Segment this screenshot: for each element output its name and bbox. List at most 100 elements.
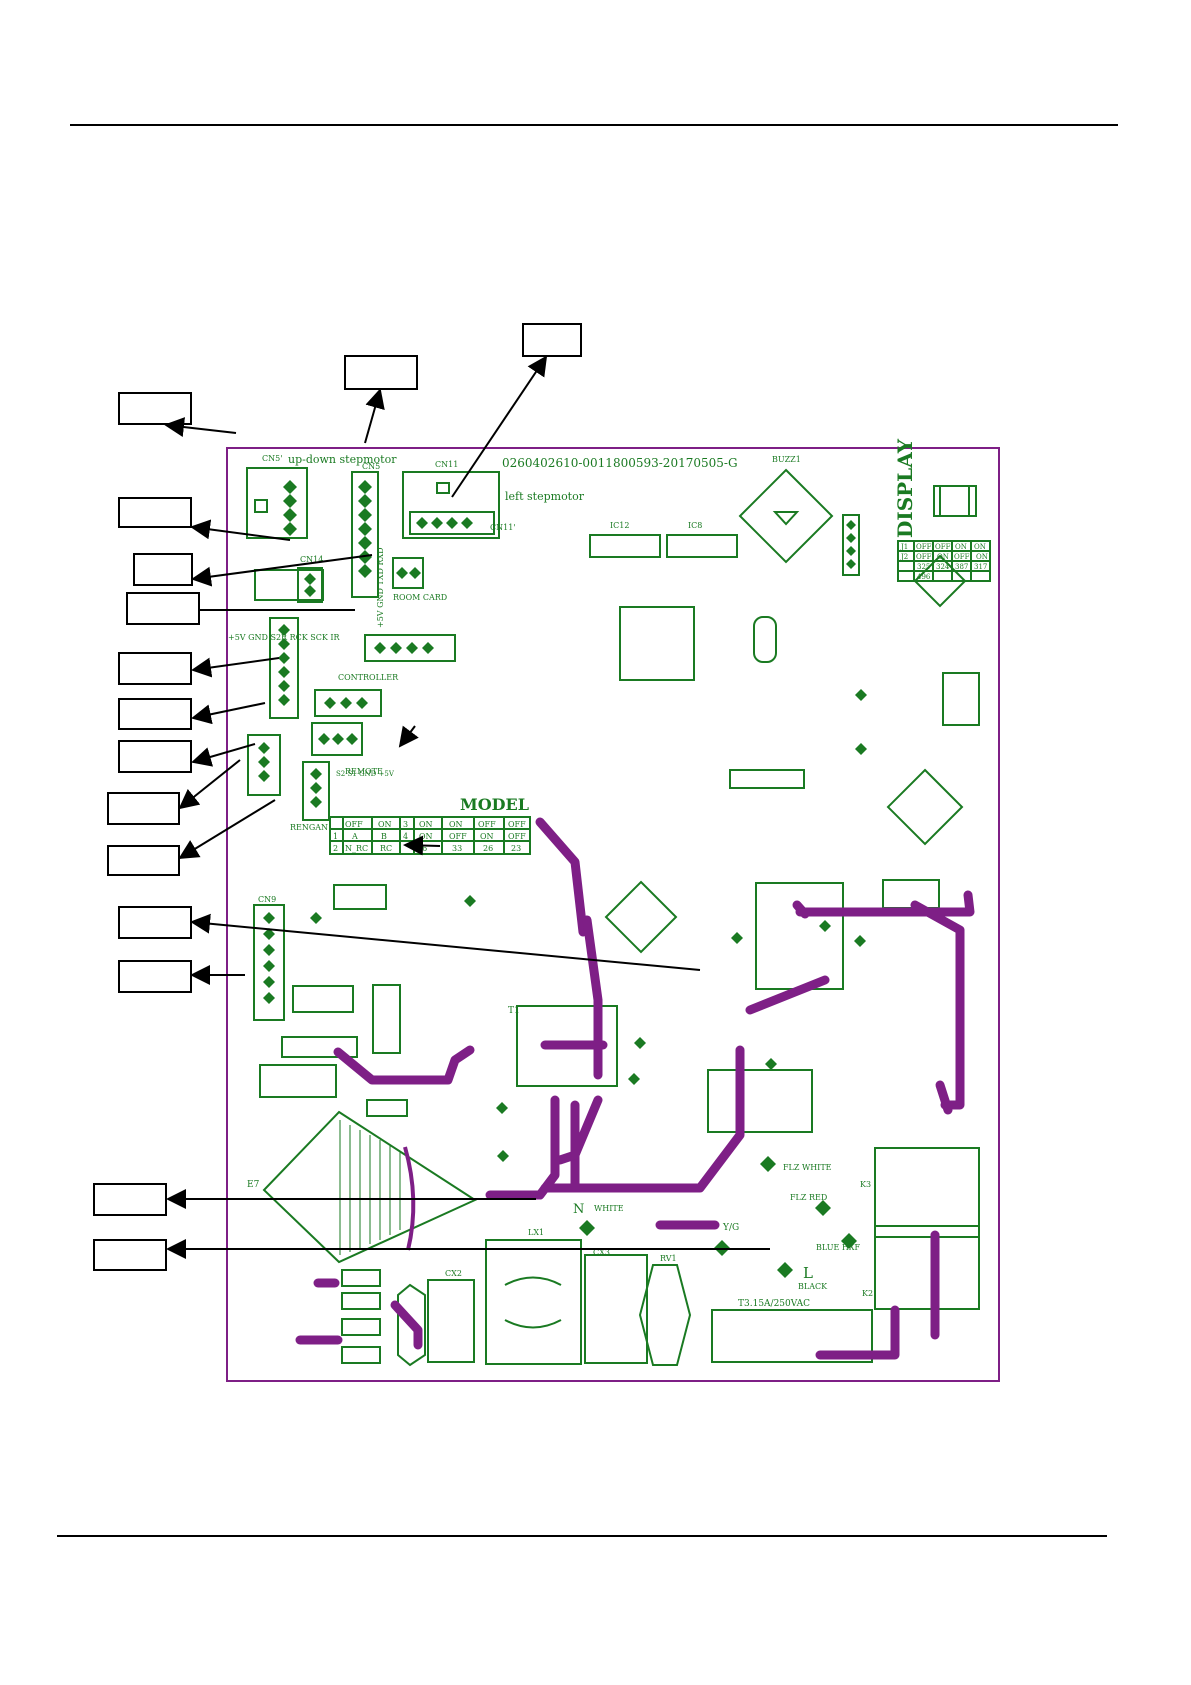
- cn2-connector: [314, 689, 382, 717]
- svg-text:K2: K2: [862, 1289, 873, 1298]
- header-rule: [70, 124, 1118, 126]
- jumper-cell: OFF: [916, 553, 932, 561]
- cn5p-pin-header: [269, 617, 299, 719]
- svg-text:CN11': CN11': [490, 523, 516, 532]
- svg-text:CN5: CN5: [362, 462, 380, 471]
- choke-lx1: [485, 1239, 582, 1365]
- dip-cell: ON: [419, 820, 433, 829]
- n-label: N: [573, 1202, 584, 1217]
- svg-text:BUZZ1: BUZZ1: [772, 455, 801, 464]
- relay-k2: [874, 1225, 980, 1310]
- jumper-cell: 325: [917, 563, 930, 571]
- fuse1: [711, 1309, 873, 1363]
- flz-red-label: FLZ RED: [790, 1193, 827, 1202]
- e7-capacitor: [262, 1110, 478, 1264]
- svg-text:IC8: IC8: [688, 521, 702, 530]
- jumper-cell: ON: [976, 553, 988, 561]
- dip-cell: OFF: [449, 832, 467, 841]
- callout-box-display: [118, 652, 192, 685]
- jumper-cell: J1: [900, 543, 908, 551]
- l-label: L: [803, 1264, 813, 1282]
- cn5-connector: [351, 471, 379, 598]
- svg-text:LX1: LX1: [528, 1228, 544, 1237]
- callout-box-rengan: [107, 845, 180, 876]
- dip-cell: 2: [333, 844, 338, 853]
- updown-stepmotor-label: up-down stepmotor: [288, 453, 397, 466]
- dip-cell: 1: [333, 832, 338, 841]
- flz-white-label: FLZ WHITE: [783, 1163, 832, 1172]
- mcu-chip: [619, 606, 695, 681]
- yg-label: Y/G: [722, 1223, 739, 1233]
- dip-cell: A: [351, 832, 358, 841]
- transformer-t1: [516, 1005, 618, 1087]
- callout-box-cn6: [118, 740, 192, 773]
- jumper-cell: 387: [955, 563, 968, 571]
- svg-text:CN11: CN11: [435, 460, 458, 469]
- callout-box-cn9: [118, 906, 192, 939]
- jumper-cell: OFF: [916, 543, 932, 551]
- footer-rule: [57, 1535, 1107, 1537]
- controller-label: CONTROLLER: [338, 673, 399, 682]
- display-label: DISPLAY: [893, 438, 917, 538]
- remote-label: REMOTE: [345, 767, 383, 776]
- callout-box-remote: [107, 792, 180, 825]
- dip-cell: ON: [480, 832, 494, 841]
- jumper-cell: OFF: [954, 553, 970, 561]
- svg-text:CN5': CN5': [262, 454, 282, 463]
- cn14-connector: [254, 569, 324, 601]
- fuse-rating: T3.15A/250VAC: [738, 1299, 810, 1309]
- blue-hxf-label: BLUE HXF: [816, 1243, 861, 1252]
- dip-table: [329, 816, 531, 855]
- dip-cell: 26: [483, 844, 493, 853]
- callout-box-cn11: [522, 323, 582, 357]
- relay-k3: [874, 1147, 980, 1238]
- jumper-cell: 317: [974, 563, 987, 571]
- cn6-connector: [247, 734, 281, 796]
- room-card-label: ROOM CARD: [393, 593, 447, 602]
- black-label: BLACK: [798, 1282, 828, 1291]
- model-label: MODEL: [460, 795, 529, 814]
- rengan-label: RENGAN: [290, 823, 328, 832]
- dip-cell: ON: [378, 820, 392, 829]
- svg-text:CX3: CX3: [593, 1248, 610, 1257]
- dip-cell: 33: [452, 844, 462, 853]
- dip-cell: OFF: [508, 832, 526, 841]
- dip-cell: 23: [511, 844, 521, 853]
- cn15-connector: [302, 761, 330, 821]
- board-outline: [226, 447, 1000, 1382]
- cn34-connector: [364, 634, 456, 662]
- jumper-cell: ON: [974, 543, 986, 551]
- svg-text:RV1: RV1: [660, 1254, 677, 1263]
- jumper-cell: ON: [937, 553, 949, 561]
- jumper-cell: 496: [917, 573, 931, 581]
- jumper-cell: J2: [900, 553, 908, 561]
- relay-k1: [755, 882, 844, 990]
- part-number: 0260402610-0011800593-20170505-G: [502, 456, 738, 470]
- dip-cell: OFF: [345, 820, 363, 829]
- cn36-connector: [311, 722, 363, 756]
- svg-text:T1: T1: [508, 1006, 520, 1016]
- callout-box-controller: [118, 698, 192, 730]
- buzzer: [738, 468, 834, 564]
- callout-box-stepmotor-ud: [118, 497, 192, 528]
- cn15-pins: S2 S1 GND +5V: [336, 770, 395, 778]
- svg-text:E7: E7: [247, 1180, 260, 1190]
- dip-cell: ON: [419, 832, 433, 841]
- svg-text:K3: K3: [860, 1180, 871, 1189]
- cn31-connector: [392, 557, 424, 589]
- svg-text:CX2: CX2: [445, 1269, 462, 1278]
- dip-cell: 3: [403, 820, 408, 829]
- cn9-connector: [253, 904, 285, 1021]
- dip-cell: B: [381, 832, 387, 841]
- cn5p-pins: +5V GND S2R RCK SCK IR: [228, 633, 341, 642]
- dip-cell: OFF: [508, 820, 526, 829]
- relay-k5: [707, 1069, 813, 1133]
- cn11-connector: [402, 471, 500, 539]
- svg-text:CN9: CN9: [258, 895, 276, 904]
- dip-cell: RC: [380, 844, 392, 853]
- dip-cell: N_RC: [345, 844, 368, 853]
- dip-cell: OFF: [478, 820, 496, 829]
- jumper-cell: ON: [955, 543, 967, 551]
- svg-text:IC12: IC12: [610, 521, 629, 530]
